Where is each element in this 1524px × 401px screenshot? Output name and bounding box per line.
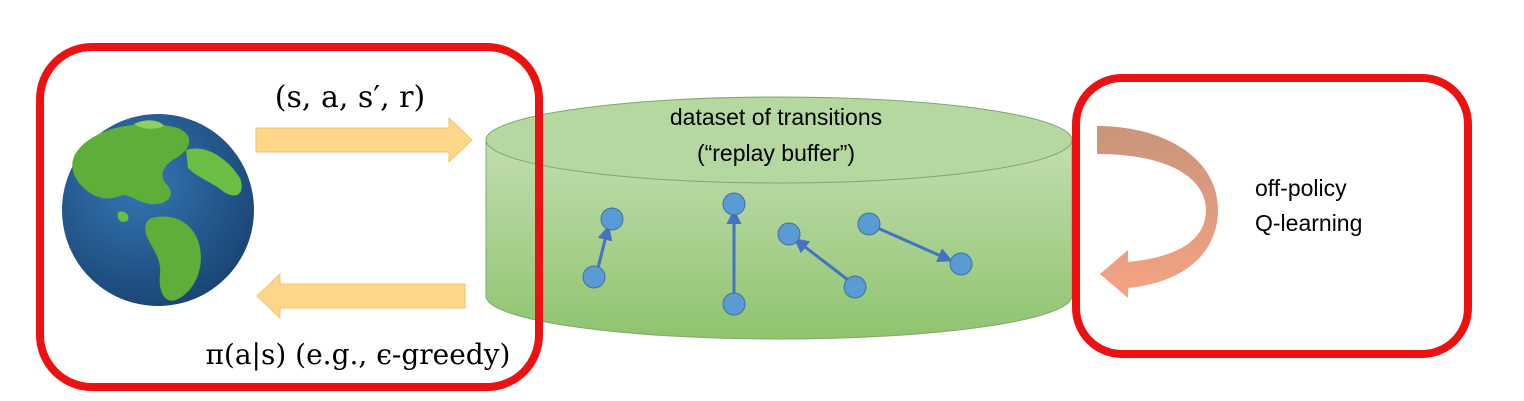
earth-globe-icon: [62, 114, 254, 306]
learner-box: [1072, 74, 1472, 358]
transition-samples: [582, 192, 973, 316]
state-point: [777, 222, 801, 246]
policy-label: π(a|s) (e.g., ϵ-greedy): [206, 338, 511, 371]
environment-box: [36, 43, 543, 391]
transition-edge: [595, 225, 613, 273]
dataset-label-line2: (“replay buffer”): [697, 140, 855, 166]
state-point: [582, 265, 606, 289]
state-point: [857, 212, 881, 236]
collect-data-arrow: [255, 116, 473, 164]
state-point: [600, 207, 624, 231]
transition-edge: [872, 224, 953, 263]
dataset-label-line1: dataset of transitions: [670, 104, 882, 130]
replay-buffer-cylinder: [485, 96, 1073, 340]
learner-label-line1: off-policy: [1255, 175, 1347, 201]
transition-edge: [793, 238, 853, 285]
learner-label-line2: Q-learning: [1255, 210, 1362, 236]
transition-tuple-label: (s, a, s′, r): [275, 80, 425, 115]
curved-update-arrow: [1097, 126, 1218, 298]
policy-arrow: [256, 272, 466, 320]
state-point: [949, 252, 973, 276]
state-point: [722, 292, 746, 316]
state-point: [843, 275, 867, 299]
state-point: [722, 192, 746, 216]
